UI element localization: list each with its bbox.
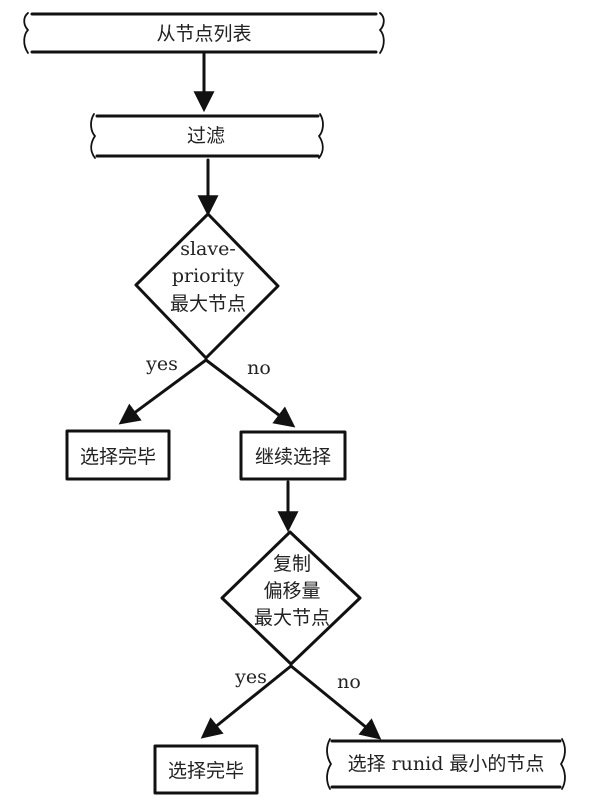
filter-node: 过滤 [90,113,324,159]
start-node: 从节点列表 [23,12,385,54]
edge-d1-no [204,358,296,428]
start-label: 从节点列表 [156,23,251,45]
decision2-line2: 偏移量 [263,580,320,602]
decision2-line3: 最大节点 [254,607,330,629]
edge-d2-yes [200,664,293,739]
edge-d1-yes [118,358,208,425]
done2-label: 选择完毕 [168,760,244,782]
filter-label: 过滤 [187,125,225,147]
done2-node: 选择完毕 [153,744,259,795]
edge-d2-no [289,664,382,740]
done1-node: 选择完毕 [65,429,171,481]
decision1-node: slave- priority 最大节点 [134,212,280,360]
continue-node: 继续选择 [239,430,347,481]
d2-no-label: no [337,671,361,693]
d2-yes-label: yes [234,666,267,688]
final-node: 选择 runid 最小的节点 [326,738,566,790]
decision2-line1: 复制 [273,553,311,575]
d1-no-label: no [247,357,271,379]
decision1-line2: priority [172,265,245,287]
decision1-line1: slave- [180,238,236,260]
done1-label: 选择完毕 [80,446,156,468]
decision1-line3: 最大节点 [170,293,246,315]
continue-label: 继续选择 [255,446,331,468]
d1-yes-label: yes [145,353,178,375]
final-label: 选择 runid 最小的节点 [348,753,545,775]
decision2-node: 复制 偏移量 最大节点 [220,530,362,666]
